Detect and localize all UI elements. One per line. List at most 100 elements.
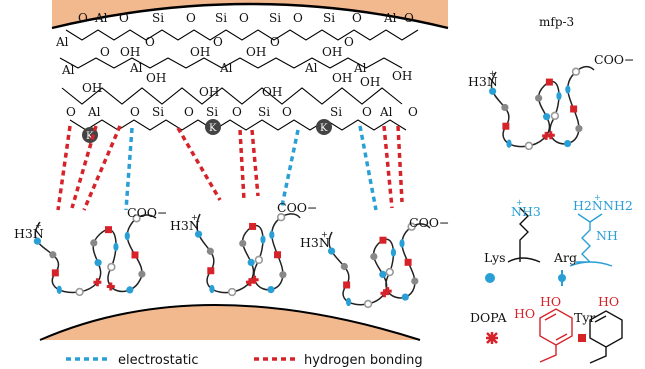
lattice-atom-row2-7: O: [270, 35, 280, 49]
tyr-ring: [589, 310, 623, 364]
lattice-atom-row2-8: OH: [322, 45, 342, 59]
chain-top-residue-10: [556, 91, 562, 101]
lys-label: Lys: [484, 250, 506, 265]
dopa-ring-inner: [544, 313, 568, 341]
chain-3-residue-14: [411, 277, 419, 285]
chain-1-residue-17: [132, 214, 141, 223]
hydrogen-bonding-label: hydrogen bonding: [304, 353, 423, 368]
lattice-atom-row1-8: O: [293, 11, 303, 25]
lattice-atom-row4-10: O: [362, 105, 372, 119]
lattice-atom-row1-11: Al: [383, 11, 397, 25]
tyr-marker: [578, 334, 586, 342]
lattice-atom-row3-8: OH: [332, 71, 352, 85]
lattice-atom-row3-2: OH: [146, 71, 166, 85]
residue-labels: Lys Arg NH3 + H2N NH2 + NH DOPA HO HO Ty…: [470, 193, 633, 325]
lattice-atom-row4-5: Si: [206, 105, 218, 119]
lattice-atom-row3-10: OH: [360, 75, 380, 89]
potassium-cation-1: [205, 119, 221, 135]
arg-nh2-label: NH2: [603, 198, 633, 213]
arg-label: Arg: [553, 250, 577, 265]
chain-top-residue-13: [563, 139, 572, 148]
hydrogen-bond-line-2: [82, 125, 122, 211]
lattice-atom-row3-7: Al: [304, 61, 318, 75]
hydrogen-bond-line-5: [238, 129, 246, 201]
lattice-atom-row1-9: Si: [323, 11, 335, 25]
chain-3-residue-5: [363, 299, 373, 309]
lattice-atom-row4-7: Si: [258, 105, 270, 119]
chain-3-residue-16: [399, 239, 405, 248]
lattice-atom-row3-3: Al: [129, 61, 143, 75]
chain-2-residue-1: [194, 230, 203, 238]
chain-top-residue-3: [502, 122, 510, 130]
chain-2-residue-8: [239, 239, 247, 248]
lattice-bond-2: [61, 87, 403, 105]
electrostatic-line-7: [280, 129, 300, 207]
lattice-atom-row1-5: Si: [215, 11, 227, 25]
chain-top-residue-11: [550, 111, 560, 121]
dopa-ring: [539, 308, 573, 363]
lattice-atom-row1-12: O: [404, 11, 414, 25]
chain-2-residue-3: [207, 267, 215, 275]
chain-top-residue-7: [543, 113, 551, 121]
lattice-atom-row1-2: O: [119, 11, 129, 25]
lattice-atom-row2-9: O: [344, 35, 354, 49]
chain-3-residue-10: [390, 248, 397, 257]
chain-top-residue-1: [489, 87, 497, 95]
protein-chains: [33, 65, 595, 309]
dopa-ho2-label: HO: [540, 294, 561, 309]
chain-top-residue-16: [565, 85, 571, 94]
lattice-atom-row3-6: OH: [262, 85, 282, 99]
arg-charge-label: +: [594, 193, 601, 202]
chain-3-residue-13: [401, 293, 409, 301]
lattice-atom-row2-3: O: [145, 35, 155, 49]
n-charge-label: +: [35, 221, 42, 230]
lattice-bond-0: [65, 29, 419, 41]
electrostatic-label: electrostatic: [118, 353, 199, 368]
residue-markers: [485, 270, 586, 344]
lys-amine-label: NH3: [511, 204, 541, 219]
chain-3-residue-1: [327, 247, 336, 255]
hydrogen-bond-line-10: [396, 125, 404, 203]
chain-3-residue-3: [343, 281, 351, 289]
lattice-bond-1: [59, 57, 403, 69]
chain-2-residue-5: [227, 287, 237, 297]
dopa-ho1-label: HO: [514, 306, 535, 321]
chain-2-residue-15: [274, 251, 282, 259]
chain-3-residue-8: [370, 253, 378, 261]
hydrogen-bond-line-9: [382, 125, 394, 209]
lattice-atom-row3-0: Al: [61, 63, 75, 77]
chain-2-residue-11: [254, 255, 264, 265]
residue-structures: [507, 207, 623, 364]
chain-1-residue-2: [49, 251, 57, 259]
chain-top-residue-4: [506, 139, 512, 148]
chain-1-residue-10: [113, 242, 119, 252]
chain-3-residue-4: [345, 297, 352, 307]
tyr-label: Tyr: [574, 310, 595, 325]
lattice-atom-row2-4: OH: [190, 45, 210, 59]
electrostatic-line-3: [124, 127, 134, 211]
chain-2-residue-14: [279, 271, 287, 279]
bottom-substrate-edge: [39, 304, 421, 341]
tyr-ho-label: HO: [598, 294, 619, 309]
chain-1-residue-15: [131, 251, 139, 259]
arg-nh-label: NH: [596, 228, 618, 243]
lattice-atom-row2-5: O: [213, 35, 223, 49]
chain-top-residue-9: [545, 78, 553, 86]
chain-1-residue-13: [126, 286, 134, 294]
lattice-bonds: [59, 29, 419, 131]
chain-1-residue-3: [51, 269, 59, 277]
lattice-atom-row3-5: Al: [219, 61, 233, 75]
dopa-marker: [486, 332, 498, 344]
lattice-atom-row4-4: O: [184, 105, 194, 119]
chain-top-residue-12: [546, 131, 555, 140]
lattice-atom-row3-9: Al: [353, 61, 367, 75]
lattice-atom-row1-0: O: [78, 11, 88, 25]
chain-top-residue-15: [570, 105, 578, 113]
lattice-atom-row1-6: O: [239, 11, 249, 25]
n-terminus-label: H3N: [300, 235, 330, 250]
panel-title: mfp-3: [539, 15, 574, 29]
arg-structure: [569, 213, 613, 267]
